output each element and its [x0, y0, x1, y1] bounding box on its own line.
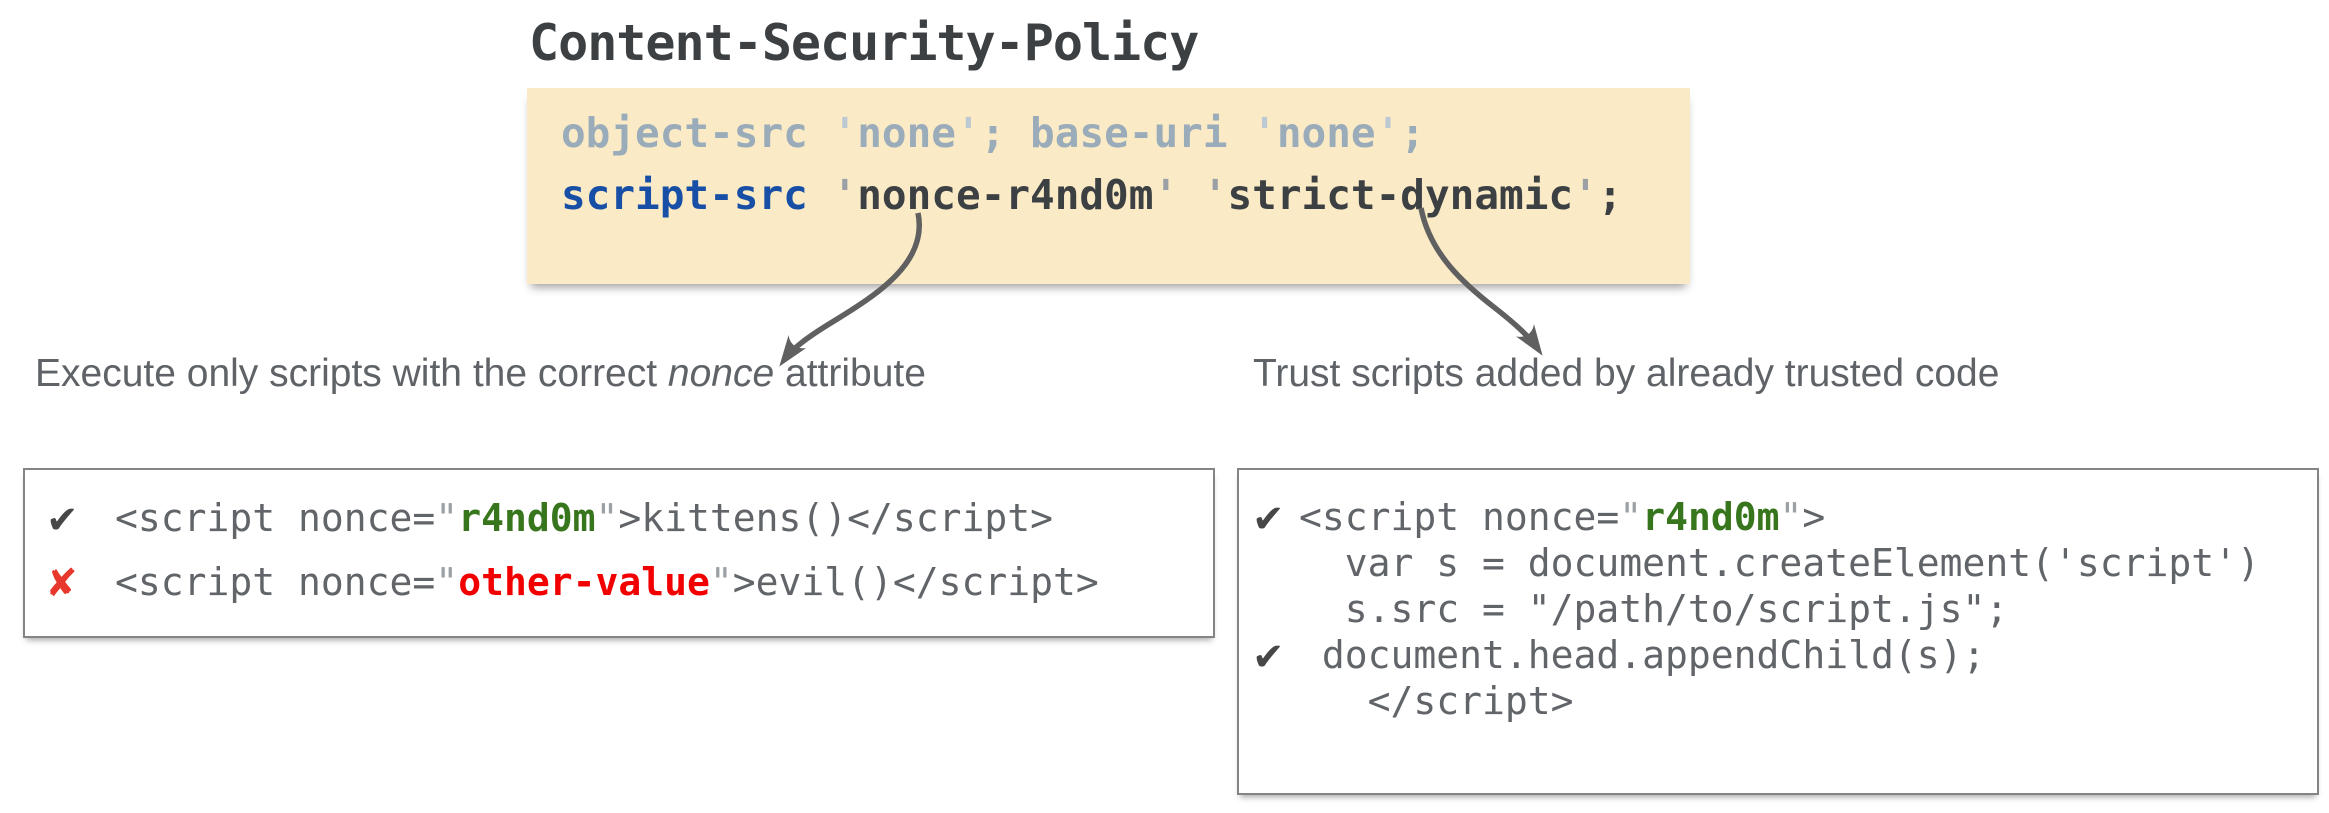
token: ' — [1202, 171, 1228, 219]
token — [808, 171, 833, 219]
token: ; base-uri — [980, 109, 1253, 157]
code-text: document.head.appendChild(s); — [1299, 633, 1986, 677]
code-text: <script nonce="r4nd0m"> — [1299, 495, 1825, 539]
code-line: s.src = "/path/to/script.js"; — [1255, 586, 2317, 632]
caption-text: attribute — [774, 352, 926, 395]
right-caption: Trust scripts added by already trusted c… — [1253, 352, 2000, 395]
strict-dynamic-example-box: ✔ <script nonce="r4nd0m"> var s = docume… — [1237, 468, 2319, 795]
code-line-invalid: ✘ <script nonce="other-value">evil()</sc… — [49, 550, 1213, 614]
token: ' — [832, 109, 858, 157]
token — [1178, 171, 1203, 219]
token: none — [857, 109, 956, 157]
token-nonce: nonce-r4nd0m — [857, 171, 1154, 219]
policy-line-1: object-src 'none'; base-uri 'none'; — [561, 102, 1690, 164]
token: " — [435, 560, 459, 604]
token: " — [595, 496, 619, 540]
token: " — [435, 496, 459, 540]
token: <script nonce= — [115, 496, 436, 540]
nonce-example-box: ✔ <script nonce="r4nd0m">kittens()</scri… — [23, 468, 1215, 638]
icon-slot: ✔ — [1255, 495, 1299, 539]
token: >kittens()</script> — [618, 496, 1054, 540]
code-line: ✔ document.head.appendChild(s); — [1255, 632, 2317, 678]
token: ; — [1400, 109, 1425, 157]
token-script-src: script-src — [561, 171, 808, 219]
code-text: </script> — [1299, 679, 1574, 723]
left-caption: Execute only scripts with the correct no… — [35, 352, 926, 396]
token: none — [1276, 109, 1376, 157]
code-text: <script nonce="r4nd0m">kittens()</script… — [115, 496, 1053, 540]
code-line-valid: ✔ <script nonce="r4nd0m">kittens()</scri… — [49, 486, 1213, 550]
code-text: var s = document.createElement('script') — [1299, 541, 2260, 585]
token: ' — [1252, 109, 1277, 157]
check-icon: ✔ — [1255, 629, 1282, 680]
token: <script nonce= — [1299, 495, 1620, 539]
token: ' — [1153, 171, 1179, 219]
token-strict-dynamic: strict-dynamic — [1227, 171, 1574, 219]
page-title: Content-Security-Policy — [529, 14, 1199, 72]
code-line: var s = document.createElement('script') — [1255, 540, 2317, 586]
token: ; — [1597, 171, 1623, 219]
token: ' — [1375, 109, 1401, 157]
check-icon: ✔ — [49, 492, 76, 543]
code-line: </script> — [1255, 678, 2317, 724]
icon-slot: ✔ — [49, 496, 115, 540]
policy-line-2: script-src 'nonce-r4nd0m' 'strict-dynami… — [561, 164, 1690, 226]
token: <script nonce= — [115, 560, 436, 604]
token: >evil()</script> — [732, 560, 1099, 604]
caption-nonce-italic: nonce — [667, 352, 775, 395]
token: ' — [1573, 171, 1598, 219]
icon-slot: ✘ — [49, 560, 115, 604]
code-line: ✔ <script nonce="r4nd0m"> — [1255, 494, 2317, 540]
icon-slot: ✔ — [1255, 633, 1299, 677]
token: ' — [955, 109, 981, 157]
code-text: <script nonce="other-value">evil()</scri… — [115, 560, 1099, 604]
token-bad-nonce-value: other-value — [458, 560, 710, 604]
cross-icon: ✘ — [49, 556, 76, 607]
token: ' — [832, 171, 858, 219]
policy-banner: object-src 'none'; base-uri 'none'; scri… — [527, 88, 1690, 284]
token: " — [709, 560, 733, 604]
token-nonce-value: r4nd0m — [458, 496, 596, 540]
token: " — [1619, 495, 1643, 539]
caption-text: Execute only scripts with the correct — [35, 352, 668, 395]
token: > — [1802, 495, 1826, 539]
token: object-src — [561, 109, 833, 157]
check-icon: ✔ — [1255, 491, 1282, 542]
token-nonce-value: r4nd0m — [1642, 495, 1780, 539]
token: " — [1779, 495, 1803, 539]
code-text: s.src = "/path/to/script.js"; — [1299, 587, 2009, 631]
